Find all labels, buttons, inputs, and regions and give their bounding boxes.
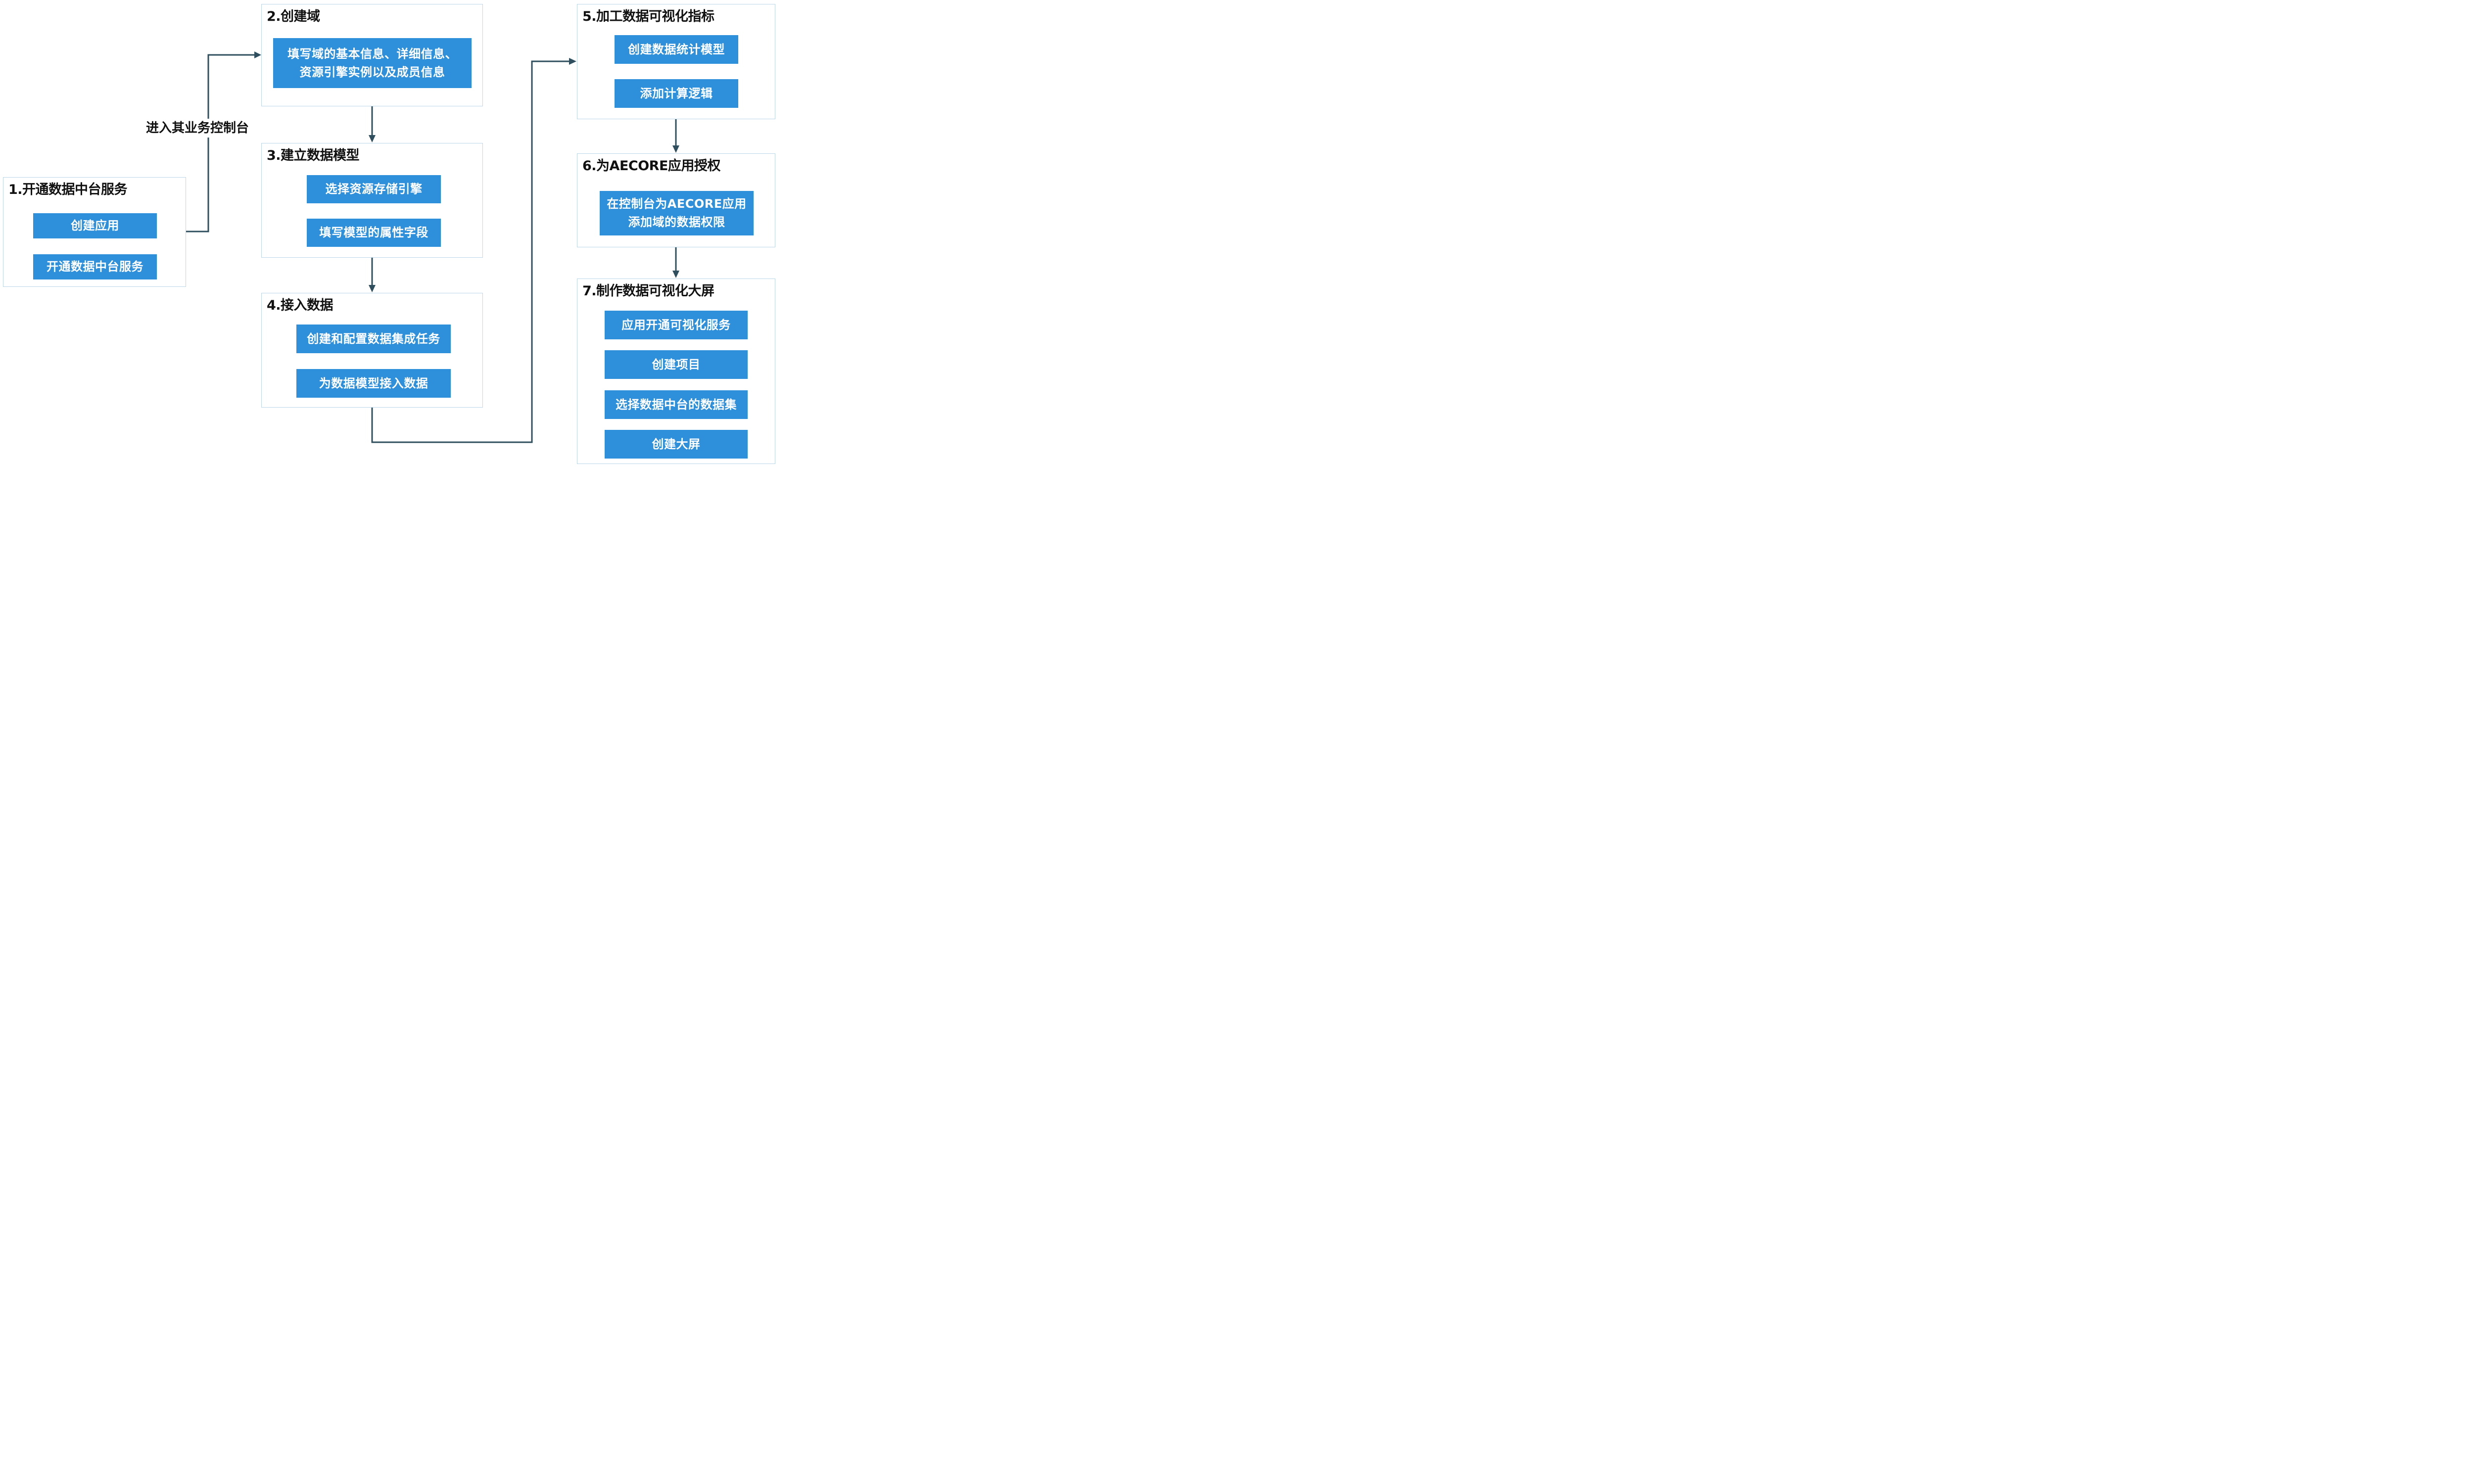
step-label: 创建数据统计模型	[628, 42, 725, 56]
step-create-dashboard: 创建大屏	[605, 430, 748, 459]
step-grant-data-permission: 在控制台为AECORE应用 添加域的数据权限	[600, 191, 754, 235]
workflow-diagram: 进入其业务控制台 1.开通数据中台服务 创建应用 开通数据中台服务 2.创建域 …	[0, 0, 776, 465]
step-label: 选择数据中台的数据集	[616, 397, 737, 412]
step-label-line-2: 添加域的数据权限	[628, 215, 725, 229]
step-label: 创建项目	[652, 357, 701, 371]
stage-7-box: 7.制作数据可视化大屏 应用开通可视化服务 创建项目 选择数据中台的数据集 创建…	[577, 278, 775, 464]
stage-1-title: 1.开通数据中台服务	[8, 182, 128, 197]
step-label: 创建应用	[71, 219, 119, 232]
step-label: 开通数据中台服务	[47, 260, 143, 274]
step-enable-data-platform: 开通数据中台服务	[33, 254, 157, 279]
arrowhead-1-to-2	[254, 51, 261, 58]
step-label-line-1: 填写域的基本信息、详细信息、	[287, 46, 457, 61]
step-create-stat-model: 创建数据统计模型	[615, 35, 738, 64]
step-select-dataset: 选择数据中台的数据集	[605, 390, 748, 419]
arrowhead-2-to-3	[369, 135, 376, 142]
arrowhead-6-to-7	[672, 271, 679, 278]
step-label: 创建和配置数据集成任务	[307, 331, 440, 346]
step-label: 填写模型的属性字段	[319, 226, 428, 239]
step-label: 创建大屏	[652, 437, 701, 451]
step-label-line-1: 在控制台为AECORE应用	[607, 197, 747, 211]
arrowhead-5-to-6	[672, 145, 679, 153]
stage-2-title: 2.创建域	[267, 9, 320, 24]
stage-4-box: 4.接入数据 创建和配置数据集成任务 为数据模型接入数据	[261, 293, 483, 408]
step-create-app: 创建应用	[33, 213, 157, 238]
step-label: 应用开通可视化服务	[621, 318, 731, 332]
stage-3-title: 3.建立数据模型	[267, 148, 360, 163]
step-fill-model-fields: 填写模型的属性字段	[307, 219, 441, 247]
stage-1-box: 1.开通数据中台服务 创建应用 开通数据中台服务	[3, 177, 186, 287]
stage-4-title: 4.接入数据	[267, 298, 333, 313]
connector-1-to-2	[186, 54, 254, 232]
stage-2-box: 2.创建域 填写域的基本信息、详细信息、 资源引擎实例以及成员信息	[261, 4, 483, 106]
stage-5-title: 5.加工数据可视化指标	[582, 9, 714, 24]
step-create-project: 创建项目	[605, 350, 748, 379]
step-fill-domain-info: 填写域的基本信息、详细信息、 资源引擎实例以及成员信息	[273, 38, 472, 88]
step-ingest-data-into-model: 为数据模型接入数据	[296, 369, 451, 398]
stage-6-box: 6.为AECORE应用授权 在控制台为AECORE应用 添加域的数据权限	[577, 153, 775, 247]
step-select-storage-engine: 选择资源存储引擎	[307, 175, 441, 203]
step-label: 选择资源存储引擎	[325, 182, 423, 196]
stage-5-box: 5.加工数据可视化指标 创建数据统计模型 添加计算逻辑	[577, 4, 775, 119]
arrowhead-3-to-4	[369, 285, 376, 292]
step-enable-visualization: 应用开通可视化服务	[605, 311, 748, 339]
edge-label-enter-console: 进入其业务控制台	[145, 119, 250, 138]
step-add-calc-logic: 添加计算逻辑	[615, 79, 738, 108]
arrowhead-4-to-5	[569, 58, 576, 65]
stage-7-title: 7.制作数据可视化大屏	[582, 283, 714, 299]
step-label: 为数据模型接入数据	[319, 376, 428, 390]
step-label-line-2: 资源引擎实例以及成员信息	[299, 65, 445, 79]
stage-6-title: 6.为AECORE应用授权	[582, 158, 720, 174]
stage-3-box: 3.建立数据模型 选择资源存储引擎 填写模型的属性字段	[261, 143, 483, 258]
step-label: 添加计算逻辑	[640, 86, 713, 100]
step-configure-integration-task: 创建和配置数据集成任务	[296, 325, 451, 353]
